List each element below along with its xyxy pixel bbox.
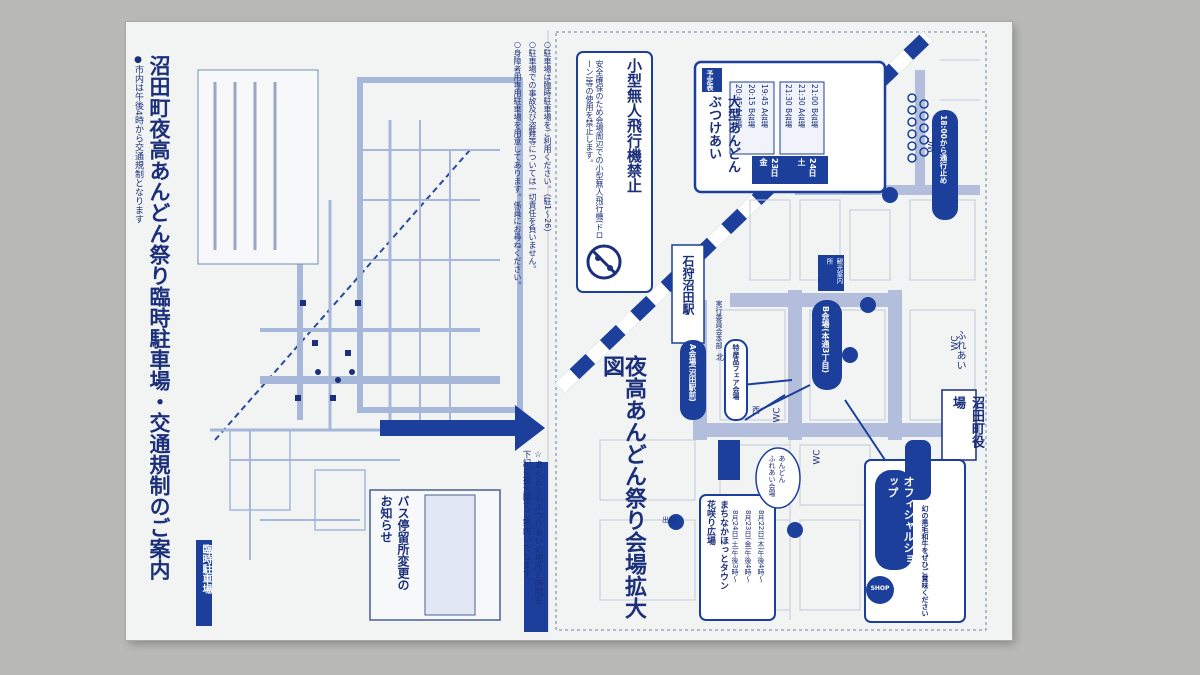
clash-times-day2: 21:00 B会場 21:30 A会場 21:30 B会場 <box>783 84 820 154</box>
plaza-day: 8月22日(木)午後4時〜 <box>757 510 765 583</box>
left-notes: ○駐車場は臨時駐車場をご利用ください。（駐1〜26） ○駐車場での事故及び盗難等… <box>512 40 553 320</box>
fair-marker <box>724 339 748 421</box>
hq-label: 実行委員会本部 <box>715 300 723 349</box>
parade-route-dots <box>907 93 929 163</box>
bus-schedule-table <box>424 494 476 616</box>
drone-text: 安全確保のため会場周辺での小型無人飛行機(ドローン)等の使用を禁止します。 <box>585 60 604 240</box>
drone-notice-box <box>576 51 653 293</box>
clash-day2: 24日土 <box>797 158 817 178</box>
bus-notice-title: バス停留所変更の お知らせ <box>379 495 410 591</box>
wc-icon: WC <box>950 335 961 351</box>
town-office-label: 沼田町役場 <box>950 396 984 448</box>
clash-time: 21:00 B会場 <box>810 84 819 129</box>
official-shop-pill <box>875 470 913 570</box>
day2-badge-bg <box>780 156 828 184</box>
no-drone-icon <box>586 244 622 280</box>
parking-label: 臨時駐車場 <box>196 540 212 626</box>
note-3: ○身障者用専用駐車場を用意してあります。係員にお尋ねください。 <box>513 40 522 289</box>
day1-badge-bg <box>752 156 782 184</box>
clash-badge: 予定表 <box>706 70 714 91</box>
official-shop-label: オフィシャルショップ <box>886 476 915 564</box>
venue-a-label: A会場(沼田駅前) <box>688 344 697 402</box>
left-footer-note: ☆あんどんのぶつけあいの場所と時間を 下記に拡大図でご案内いたします。 <box>521 450 543 605</box>
legend-box <box>197 69 319 265</box>
parking-markers <box>295 300 361 401</box>
callout-lines <box>741 379 886 461</box>
right-title: 夜高あんどん祭り会場拡大図 <box>599 355 646 619</box>
furuai-label: ふれあい <box>954 330 965 370</box>
wc-icon: WC <box>772 407 783 423</box>
guide-box <box>818 255 844 291</box>
exit-label: 出口 <box>662 516 676 524</box>
andon-furuai-cloud <box>755 447 801 509</box>
wc-icon: WC <box>927 137 938 153</box>
time-note: 18:00から通行止め <box>939 115 948 184</box>
fair-label: 特産品フェア会場 <box>732 344 740 400</box>
clash-times-day1: 19:45 A会場 20:15 B会場 20:45 A会場 <box>733 84 770 154</box>
plaza-day: 8月23日(金)午後4時〜 <box>744 510 752 583</box>
note-2: ○駐車場での事故及び盗難等については一切責任を負いません。 <box>528 40 537 273</box>
shop-badge: SHOP <box>870 585 890 592</box>
north-label: 北 <box>716 353 724 362</box>
clash-day1: 23日金 <box>759 158 779 178</box>
clash-time: 21:30 B会場 <box>784 84 793 129</box>
time-pill <box>932 110 958 220</box>
andon-info: あんどん ふれあい会場 <box>768 455 786 497</box>
west-label: 西 <box>752 406 760 415</box>
plaza-title: まちなかほっとタウン 花咲り広場 <box>705 500 728 590</box>
left-title: 沼田町夜高あんどん祭り臨時駐車場・交通規制のご案内 <box>147 55 171 580</box>
clash-time: 20:45 A会場 <box>734 84 743 129</box>
clash-time: 21:30 A会場 <box>797 84 806 129</box>
legend-lines <box>213 82 277 250</box>
bottom-note: 幻の黒毛和牛をぜひご賞味ください <box>921 505 929 617</box>
schedule-badge-bg <box>702 68 722 92</box>
clash-time: 20:15 B会場 <box>747 84 756 129</box>
wc-icon: WC <box>812 449 823 465</box>
plaza-day: 8月24日(土)午後3時〜 <box>731 510 739 583</box>
left-subtitle: ●市内は午後4時から交通規制となります <box>133 55 143 224</box>
station-box <box>671 244 705 344</box>
plaza-days: 8月22日(木)午後4時〜 8月23日(金)午後4時〜 8月24日(土)午後3時… <box>730 510 766 615</box>
shop-marker <box>866 576 894 604</box>
clash-title: 大型あんどん ぶつけあい <box>706 95 740 173</box>
venue-b-marker <box>812 300 842 390</box>
plaza-box <box>699 494 776 621</box>
left-route-map <box>210 77 523 560</box>
venue-b-label: B会場(本通3丁目) <box>821 306 830 373</box>
drone-title: 小型無人飛行機禁止 <box>625 58 643 193</box>
page-arrow <box>380 405 545 451</box>
note-1: ○駐車場は臨時駐車場をご利用ください。（駐1〜26） <box>543 40 552 237</box>
station-label: 石狩沼田駅 <box>681 255 695 315</box>
clash-time: 19:45 A会場 <box>760 84 769 129</box>
venue-a-marker <box>680 340 706 420</box>
left-bottom-band <box>524 462 548 632</box>
guide-label: 観光案内所 <box>825 258 843 284</box>
